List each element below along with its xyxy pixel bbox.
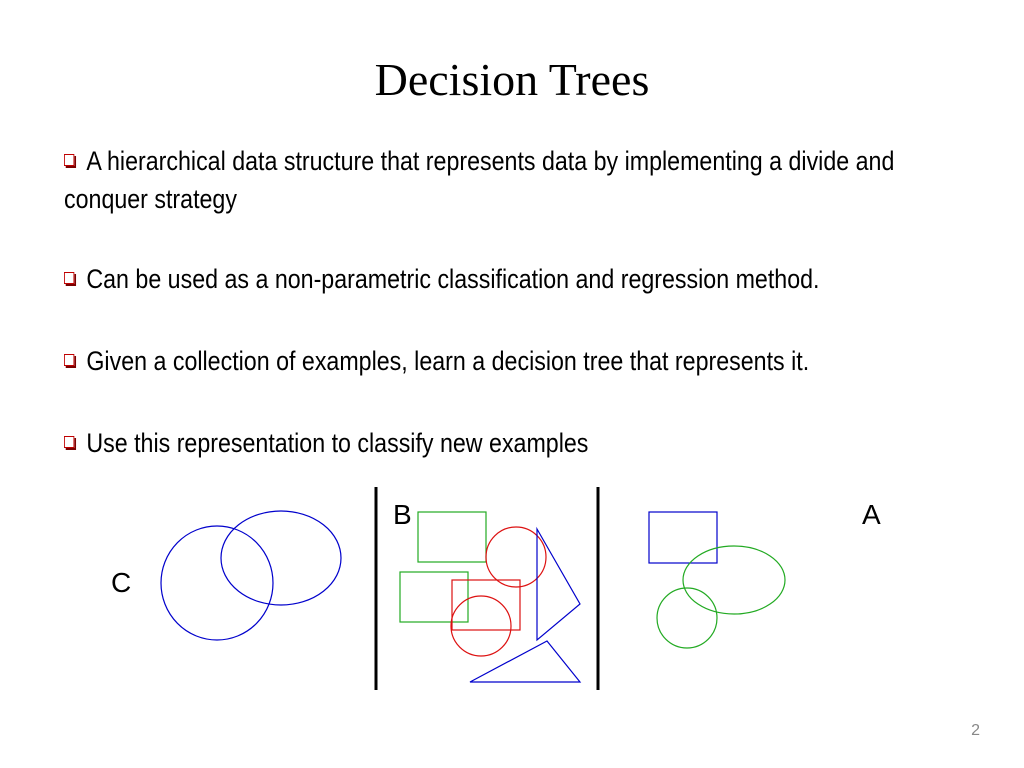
group-b: B [393,499,582,683]
square-bullet-icon [64,153,75,166]
red-rectangle [451,579,521,631]
square-bullet-icon [64,271,75,284]
group-a: A [648,499,881,649]
group-b-label: B [393,499,412,530]
blue-ellipse [160,525,274,641]
group-c: C [111,510,342,641]
green-ellipse [682,545,786,615]
bullet-item: Can be used as a non-parametric classifi… [64,260,984,298]
blue-triangle [469,640,582,683]
green-rectangle [417,511,487,563]
group-c-label: C [111,567,131,598]
page-number: 2 [971,722,980,739]
red-circle [450,595,512,657]
bullet-item: Given a collection of examples, learn a … [64,342,984,380]
blue-triangle [536,526,581,642]
blue-rectangle [648,511,718,564]
bullet-text: Use this representation to classify new … [86,428,589,458]
bullet-text: Given a collection of examples, learn a … [86,346,810,376]
bullet-item: Use this representation to classify new … [64,424,984,462]
blue-ellipse [220,510,342,606]
square-bullet-icon [64,435,75,448]
bullet-item: A hierarchical data structure that repre… [64,142,984,218]
square-bullet-icon [64,353,75,366]
bullet-list: A hierarchical data structure that repre… [64,142,984,506]
slide-title: Decision Trees [374,54,650,105]
group-a-label: A [862,499,881,530]
red-circle [485,526,547,588]
green-circle [656,587,718,649]
bullet-text: A hierarchical data structure that repre… [64,146,895,214]
bullet-text: Can be used as a non-parametric classifi… [86,264,820,294]
green-rectangle [399,571,469,623]
